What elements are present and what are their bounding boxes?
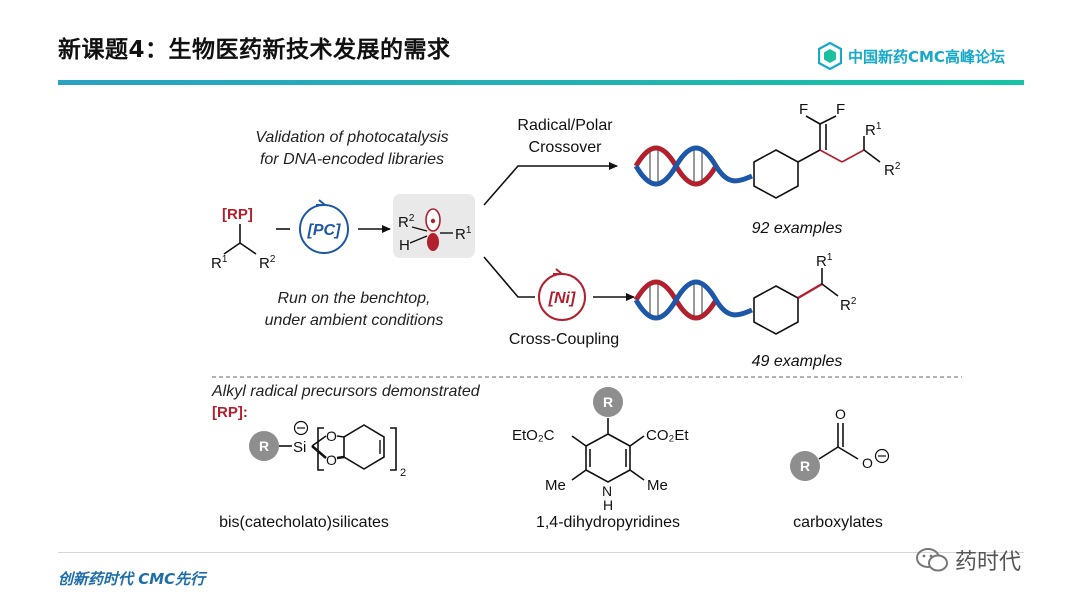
footer-divider (58, 552, 1024, 553)
pc-label: [PC] (307, 222, 342, 239)
carboxylate-r: R (800, 458, 810, 474)
carboxylate-o-minus: O (862, 455, 873, 471)
silicate-o-bottom: O (326, 452, 337, 468)
product-top-r1: R1 (865, 121, 882, 139)
benchtop-line-2: under ambient conditions (265, 312, 444, 329)
radical-orbital-icon (425, 208, 441, 251)
examples-top: 92 examples (752, 220, 843, 237)
dhp-ester-left: EtO₂C (512, 427, 555, 444)
cross-coupling-label: Cross-Coupling (509, 331, 619, 348)
substrate-structure (223, 224, 257, 255)
rp-label: [RP] (222, 206, 253, 223)
carboxylate-r-circle (790, 451, 820, 481)
silicate-subscript: 2 (400, 467, 406, 479)
page-title: 新课题4：生物医药新技术发展的需求 (58, 37, 451, 63)
logo-text: 中国新药CMC高峰论坛 (848, 47, 1005, 66)
substrate-r2: R2 (259, 254, 276, 272)
carboxylate-structure (818, 423, 890, 464)
rp-colon-label: [RP]: (212, 404, 248, 421)
dihydropyridine-structure (571, 418, 645, 483)
product-top-r2: R2 (884, 161, 901, 179)
label-silicates: bis(catecholato)silicates (219, 514, 389, 531)
wechat-icon (916, 548, 948, 572)
dhp-nitrogen: N (602, 483, 612, 499)
silicon-label: Si (293, 439, 306, 456)
dhp-methyl-left: Me (545, 477, 566, 494)
pc-cycle-arrow-icon (316, 199, 328, 206)
substrate-r1: R1 (211, 254, 228, 272)
wechat-account-name: 药时代 (955, 550, 1022, 575)
dhp-r-circle (593, 387, 623, 417)
ni-cycle-arrow-icon (553, 268, 565, 275)
label-dihydropyridines: 1,4-dihydropyridines (536, 514, 680, 531)
benchtop-line-1: Run on the benchtop, (277, 290, 430, 307)
dhp-ester-right: CO₂Et (646, 427, 689, 444)
product-bottom-r1: R1 (816, 252, 833, 270)
carboxylate-o-double: O (835, 406, 846, 422)
dhp-hydrogen: H (603, 497, 613, 513)
fluorine-2: F (836, 101, 845, 118)
footer-slogan: 创新药时代 CMC先行 (58, 570, 206, 588)
dna-helix-top-icon (633, 145, 753, 187)
validation-line-2: for DNA-encoded libraries (260, 151, 444, 168)
radical-polar-line-1: Radical/Polar (517, 117, 613, 134)
radical-r1: R1 (455, 225, 472, 243)
dhp-r: R (603, 394, 613, 410)
silicate-structure (249, 420, 397, 471)
label-carboxylates: carboxylates (793, 514, 883, 531)
wechat-watermark: 药时代 (915, 544, 1021, 576)
lower-pathway-line (483, 256, 535, 298)
radical-bond-1 (411, 226, 428, 232)
product-top-structure (753, 115, 881, 199)
dhp-methyl-right: Me (647, 477, 668, 494)
silicate-r: R (259, 438, 269, 454)
radical-polar-line-2: Crossover (529, 139, 603, 156)
product-bottom-r2: R2 (840, 296, 857, 314)
radical-bond-2 (409, 235, 428, 244)
validation-line-1: Validation of photocatalysis (255, 129, 448, 146)
radical-r2: R2 (398, 213, 415, 231)
fluorine-1: F (799, 101, 808, 118)
examples-bottom: 49 examples (752, 353, 843, 370)
cube-logo-icon (818, 42, 842, 70)
product-bottom-structure (753, 268, 839, 335)
conference-logo: 中国新药CMC高峰论坛 (818, 40, 1005, 72)
radical-h: H (399, 237, 410, 254)
precursors-heading: Alkyl radical precursors demonstrated (211, 383, 481, 400)
dna-helix-bottom-icon (633, 279, 753, 321)
ni-label: [Ni] (548, 290, 576, 307)
silicate-o-top: O (326, 428, 337, 444)
upper-pathway-arrow (483, 162, 618, 206)
header-divider (58, 80, 1024, 85)
